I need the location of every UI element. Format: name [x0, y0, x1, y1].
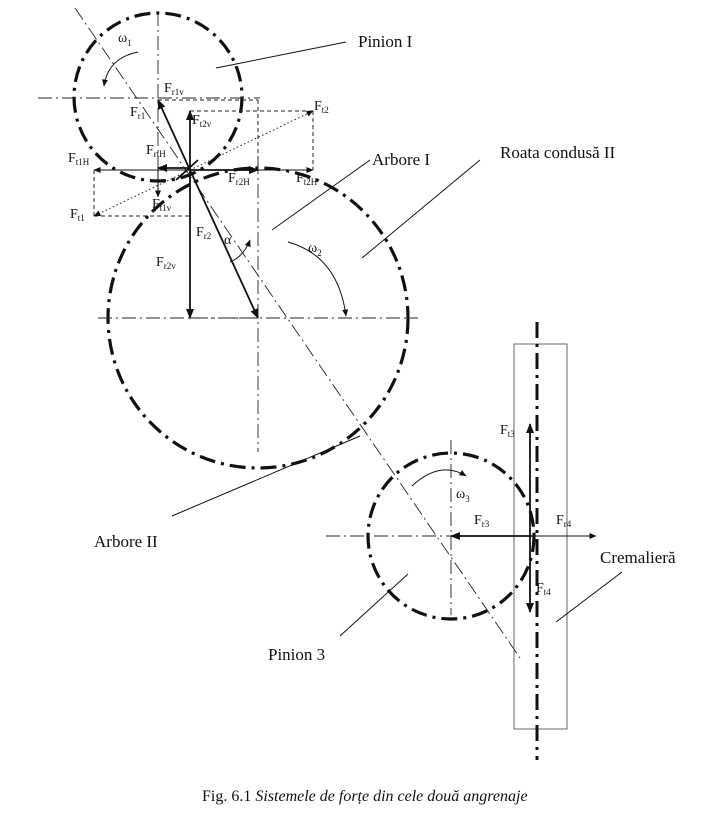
- mesh-tick: [175, 159, 199, 181]
- label-fr4: Fr4: [556, 513, 572, 529]
- omega1-arrow: [101, 51, 139, 87]
- label-fr2h: Fr2H: [228, 171, 250, 187]
- leader-pinion-1: [215, 41, 347, 69]
- label-fr1: Fr1: [130, 105, 145, 121]
- label-fr2v: Fr2v: [156, 255, 176, 271]
- label-fr3: Fr3: [474, 513, 490, 529]
- caption-prefix: Fig. 6.1: [202, 788, 251, 805]
- leader-pinion-3: [339, 573, 409, 637]
- fr2-vector: [189, 169, 259, 319]
- label-fr2: Fr2: [196, 225, 211, 241]
- ft2-vector: [189, 110, 314, 171]
- label-ft2h: Ft2H: [296, 171, 318, 187]
- label-ft3: Ft3: [500, 423, 515, 439]
- label-fr1v: Fr1v: [164, 81, 184, 97]
- label-ft2v: Ft2v: [192, 113, 212, 129]
- leader-arbore-1: [271, 159, 371, 231]
- label-ft1: Ft1: [70, 207, 85, 223]
- label-ft4: Ft4: [536, 581, 551, 597]
- label-pinion-3: Pinion 3: [268, 645, 325, 664]
- leader-roata-condusa: [361, 159, 481, 259]
- label-omega3: ω3: [456, 487, 470, 504]
- label-roata-condusa: Roata condusă II: [500, 143, 616, 162]
- label-ft2: Ft2: [314, 99, 329, 115]
- leader-cremaliera: [555, 571, 623, 623]
- label-frth: FrtH: [146, 143, 166, 159]
- fr1-vector: [157, 99, 191, 171]
- label-omega1: ω1: [118, 31, 132, 48]
- label-arbore-2: Arbore II: [94, 532, 158, 551]
- label-cremaliera: Cremalieră: [600, 548, 676, 567]
- ft1-vector: [93, 169, 191, 217]
- label-alpha: α: [224, 233, 232, 248]
- label-omega2: ω2: [308, 241, 322, 258]
- leader-arbore-2: [171, 435, 361, 517]
- alpha-arc: [229, 239, 251, 263]
- omega2-arrow: [287, 241, 349, 317]
- label-pinion-1: Pinion I: [358, 32, 413, 51]
- caption-text: Sistemele de forțe din cele două angrena…: [255, 788, 527, 805]
- omega3-arrow: [411, 469, 467, 487]
- figure-caption: Fig. 6.1 Sistemele de forțe din cele dou…: [202, 788, 528, 805]
- label-arbore-1: Arbore I: [372, 150, 430, 169]
- label-ft1h: Ft1H: [68, 151, 90, 167]
- center-line-1-2: [74, 7, 521, 659]
- label-ft1v: Ft1v: [152, 197, 172, 213]
